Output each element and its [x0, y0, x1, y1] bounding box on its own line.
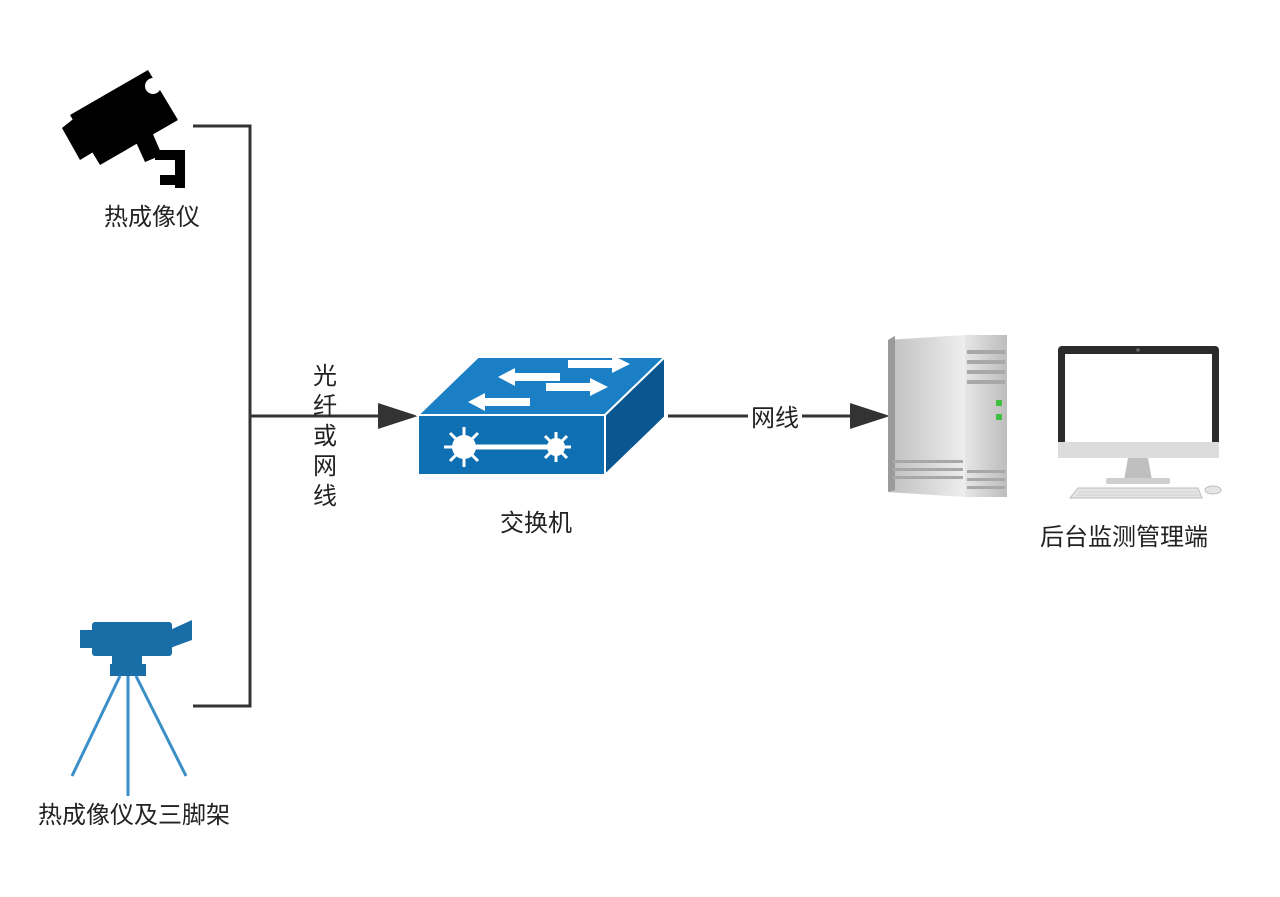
security-camera-icon [62, 70, 185, 188]
label-network-cable: 网线 [748, 403, 802, 433]
label-switch: 交换机 [500, 509, 572, 537]
network-switch-icon [415, 354, 668, 478]
camera-on-tripod-icon [70, 620, 192, 796]
led-green-1 [996, 400, 1002, 406]
led-green-2 [996, 414, 1002, 420]
label-thermal-camera-tripod: 热成像仪及三脚架 [38, 801, 230, 829]
label-thermal-camera: 热成像仪 [104, 203, 200, 231]
label-fiber-or-cable: 光纤或网线 [313, 362, 337, 510]
arrowhead-switch [378, 403, 418, 429]
line-camera-to-bus [193, 124, 252, 708]
desktop-monitor-icon [1058, 346, 1222, 499]
arrowhead-server [850, 403, 890, 429]
label-monitor-station: 后台监测管理端 [1040, 523, 1208, 551]
tower-server-icon [888, 335, 1007, 497]
